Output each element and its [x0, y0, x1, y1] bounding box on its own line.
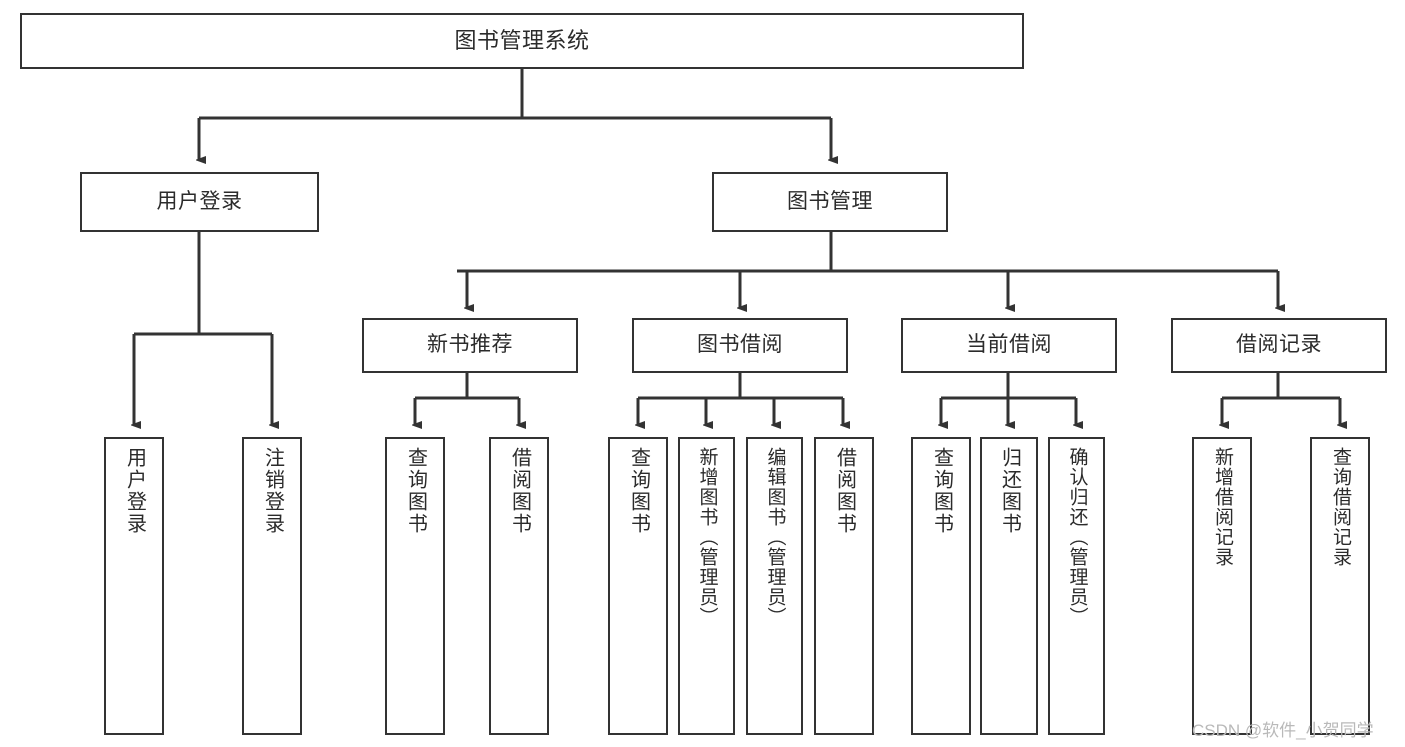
leaf-add-record-label: 新增借阅记录: [1211, 447, 1233, 567]
node-borrow-record[interactable]: 借阅记录: [1171, 318, 1387, 373]
leaf-query-book-1-label: 查询图书: [404, 447, 427, 535]
leaf-confirm-return-label: 确认归还（管理员）: [1066, 447, 1088, 627]
leaf-return-book-label: 归还图书: [998, 447, 1021, 535]
leaf-borrow-book-2[interactable]: 借阅图书: [814, 437, 874, 735]
leaf-return-book[interactable]: 归还图书: [980, 437, 1038, 735]
node-root-label: 图书管理系统: [454, 28, 590, 54]
leaf-query-book-2[interactable]: 查询图书: [608, 437, 668, 735]
node-book-borrow[interactable]: 图书借阅: [632, 318, 848, 373]
leaf-query-record-label: 查询借阅记录: [1329, 447, 1351, 567]
leaf-user-login-label: 用户登录: [123, 447, 146, 535]
leaf-query-book-2-label: 查询图书: [627, 447, 650, 535]
leaf-confirm-return[interactable]: 确认归还（管理员）: [1048, 437, 1105, 735]
node-user-login-label: 用户登录: [156, 189, 243, 213]
leaf-user-login[interactable]: 用户登录: [104, 437, 164, 735]
leaf-user-logout[interactable]: 注销登录: [242, 437, 302, 735]
leaf-borrow-book-2-label: 借阅图书: [833, 447, 856, 535]
leaf-add-record[interactable]: 新增借阅记录: [1192, 437, 1252, 735]
node-current-borrow[interactable]: 当前借阅: [901, 318, 1117, 373]
leaf-borrow-book-1[interactable]: 借阅图书: [489, 437, 549, 735]
node-user-login[interactable]: 用户登录: [80, 172, 319, 232]
leaf-borrow-book-1-label: 借阅图书: [508, 447, 531, 535]
leaf-add-book-label: 新增图书（管理员）: [696, 447, 718, 627]
leaf-user-logout-label: 注销登录: [261, 447, 284, 535]
watermark: CSDN @软件_小贺同学: [1192, 721, 1374, 740]
node-new-book-recommend[interactable]: 新书推荐: [362, 318, 578, 373]
leaf-add-book[interactable]: 新增图书（管理员）: [678, 437, 735, 735]
node-borrow-record-label: 借阅记录: [1236, 333, 1322, 357]
leaf-query-book-1[interactable]: 查询图书: [385, 437, 445, 735]
node-current-borrow-label: 当前借阅: [966, 333, 1052, 357]
node-book-management-label: 图书管理: [787, 189, 873, 213]
node-new-book-recommend-label: 新书推荐: [427, 333, 513, 357]
leaf-query-book-3[interactable]: 查询图书: [911, 437, 971, 735]
leaf-edit-book[interactable]: 编辑图书（管理员）: [746, 437, 803, 735]
node-root[interactable]: 图书管理系统: [20, 13, 1024, 69]
leaf-query-book-3-label: 查询图书: [930, 447, 953, 535]
leaf-query-record[interactable]: 查询借阅记录: [1310, 437, 1370, 735]
leaf-edit-book-label: 编辑图书（管理员）: [764, 447, 786, 627]
node-book-borrow-label: 图书借阅: [697, 333, 783, 357]
node-book-management[interactable]: 图书管理: [712, 172, 948, 232]
